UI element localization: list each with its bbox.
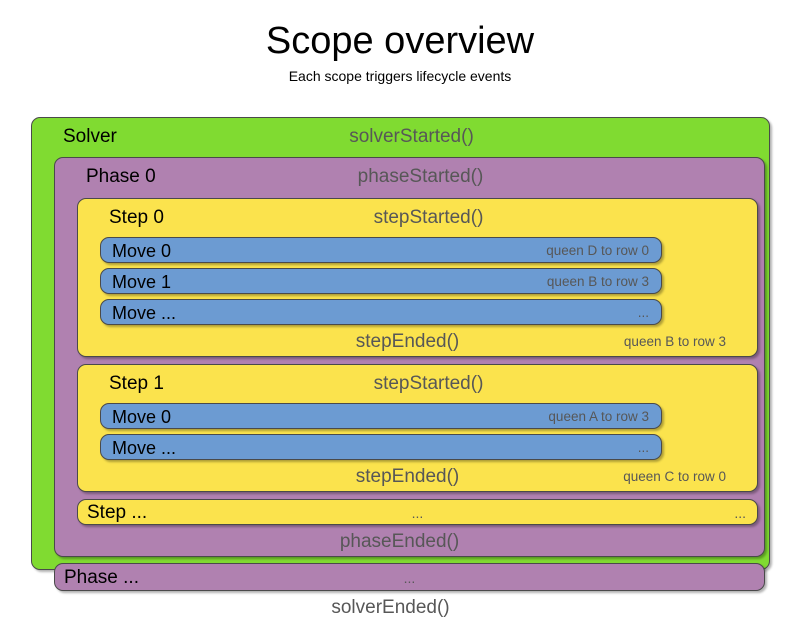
move-label: Move 1 xyxy=(112,272,172,292)
step-scope-0[interactable]: Step 0 stepStarted() Move 0 queen D to r… xyxy=(77,198,758,357)
diagram-header: Scope overview Each scope triggers lifec… xyxy=(0,0,800,84)
step-footer-row: stepEnded() queen C to row 0 xyxy=(78,463,737,491)
solver-label: Solver xyxy=(63,126,117,147)
move-detail: queen B to row 3 xyxy=(546,274,649,289)
phase-scope-collapsed[interactable]: Phase ... ... xyxy=(54,563,765,591)
step-scope-1[interactable]: Step 1 stepStarted() Move 0 queen A to r… xyxy=(77,364,758,492)
step-label: Step 1 xyxy=(109,373,164,394)
step-label: Step 0 xyxy=(109,207,164,228)
move-scope[interactable]: Move 1 queen B to row 3 xyxy=(100,268,662,294)
move-detail: ... xyxy=(637,305,649,320)
step-header-row: Step 1 stepStarted() xyxy=(100,370,757,398)
phase-header-row: Phase 0 phaseStarted() xyxy=(77,163,764,191)
step-started-event: stepStarted() xyxy=(373,373,484,394)
move-label: Move 0 xyxy=(112,407,172,427)
scope-overview-diagram: Solver solverStarted() Phase 0 phaseStar… xyxy=(31,117,770,618)
move-row: Move 0 queen A to row 3 xyxy=(101,404,661,430)
move-detail: queen A to row 3 xyxy=(548,409,649,424)
step-scope-collapsed[interactable]: Step ... ... ... xyxy=(77,499,758,525)
move-label: Move ... xyxy=(112,303,177,323)
move-row: Move 1 queen B to row 3 xyxy=(101,269,661,295)
solver-scope[interactable]: Solver solverStarted() Phase 0 phaseStar… xyxy=(31,117,770,618)
solver-footer-row: solverEnded() xyxy=(32,594,749,622)
move-row: Move ... ... xyxy=(101,435,661,461)
page-title: Scope overview xyxy=(265,20,535,62)
collapsed-phase-row: Phase ... ... xyxy=(55,564,764,592)
move-scope[interactable]: Move ... ... xyxy=(100,434,662,460)
page-subtitle: Each scope triggers lifecycle events xyxy=(288,67,512,84)
step-header-row: Step 0 stepStarted() xyxy=(100,204,757,232)
collapsed-step-row: Step ... ... ... xyxy=(78,500,757,526)
phase-scope-0[interactable]: Phase 0 phaseStarted() Step 0 stepStarte… xyxy=(54,157,765,557)
solver-header-row: Solver solverStarted() xyxy=(54,123,769,151)
phase-footer-row: phaseEnded() xyxy=(55,528,744,556)
solver-ended-event: solverEnded() xyxy=(331,597,450,618)
move-scope[interactable]: Move 0 queen A to row 3 xyxy=(100,403,662,429)
collapsed-phase-label: Phase ... xyxy=(64,567,139,588)
phase-label: Phase 0 xyxy=(86,166,156,187)
move-row: Move ... ... xyxy=(101,300,661,326)
move-label: Move 0 xyxy=(112,241,172,261)
collapsed-step-detail: ... xyxy=(734,505,746,521)
move-detail: ... xyxy=(637,440,649,455)
move-row: Move 0 queen D to row 0 xyxy=(101,238,661,264)
step-ended-detail: queen B to row 3 xyxy=(623,334,726,349)
move-detail: queen D to row 0 xyxy=(546,243,649,258)
step-ended-detail: queen C to row 0 xyxy=(623,469,726,484)
step-footer-row: stepEnded() queen B to row 3 xyxy=(78,328,737,356)
solver-started-event: solverStarted() xyxy=(349,126,474,147)
step-started-event: stepStarted() xyxy=(373,207,484,228)
phase-ended-event: phaseEnded() xyxy=(339,531,460,552)
collapsed-phase-event: ... xyxy=(403,570,416,586)
move-label: Move ... xyxy=(112,438,177,458)
collapsed-step-event: ... xyxy=(411,505,424,521)
phase-started-event: phaseStarted() xyxy=(357,166,484,187)
move-scope[interactable]: Move ... ... xyxy=(100,299,662,325)
move-scope[interactable]: Move 0 queen D to row 0 xyxy=(100,237,662,263)
collapsed-step-label: Step ... xyxy=(87,502,148,523)
